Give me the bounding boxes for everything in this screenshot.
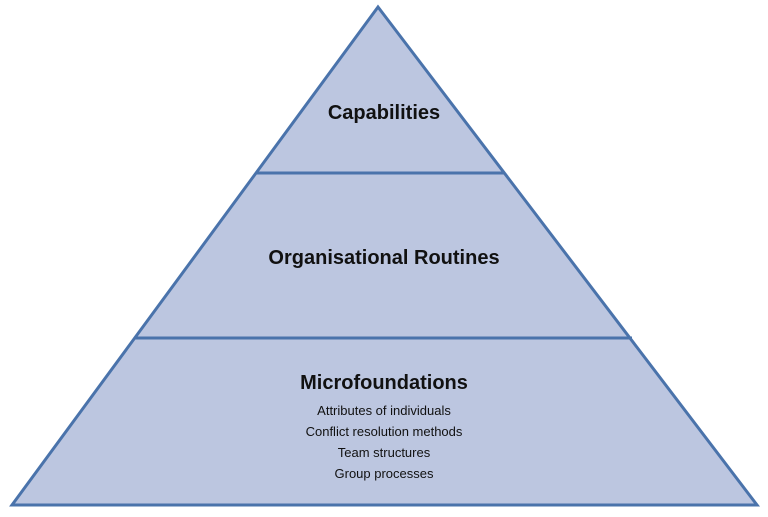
detail-item: Group processes [335,466,434,481]
tier-capabilities-label: Capabilities [328,102,440,124]
pyramid-shape [9,4,761,507]
detail-item: Team structures [338,445,431,460]
tier-microfoundations-label: Microfoundations [300,372,468,394]
detail-item: Conflict resolution methods [306,424,463,439]
tier-routines-label: Organisational Routines [268,247,499,269]
detail-item: Attributes of individuals [317,403,451,418]
